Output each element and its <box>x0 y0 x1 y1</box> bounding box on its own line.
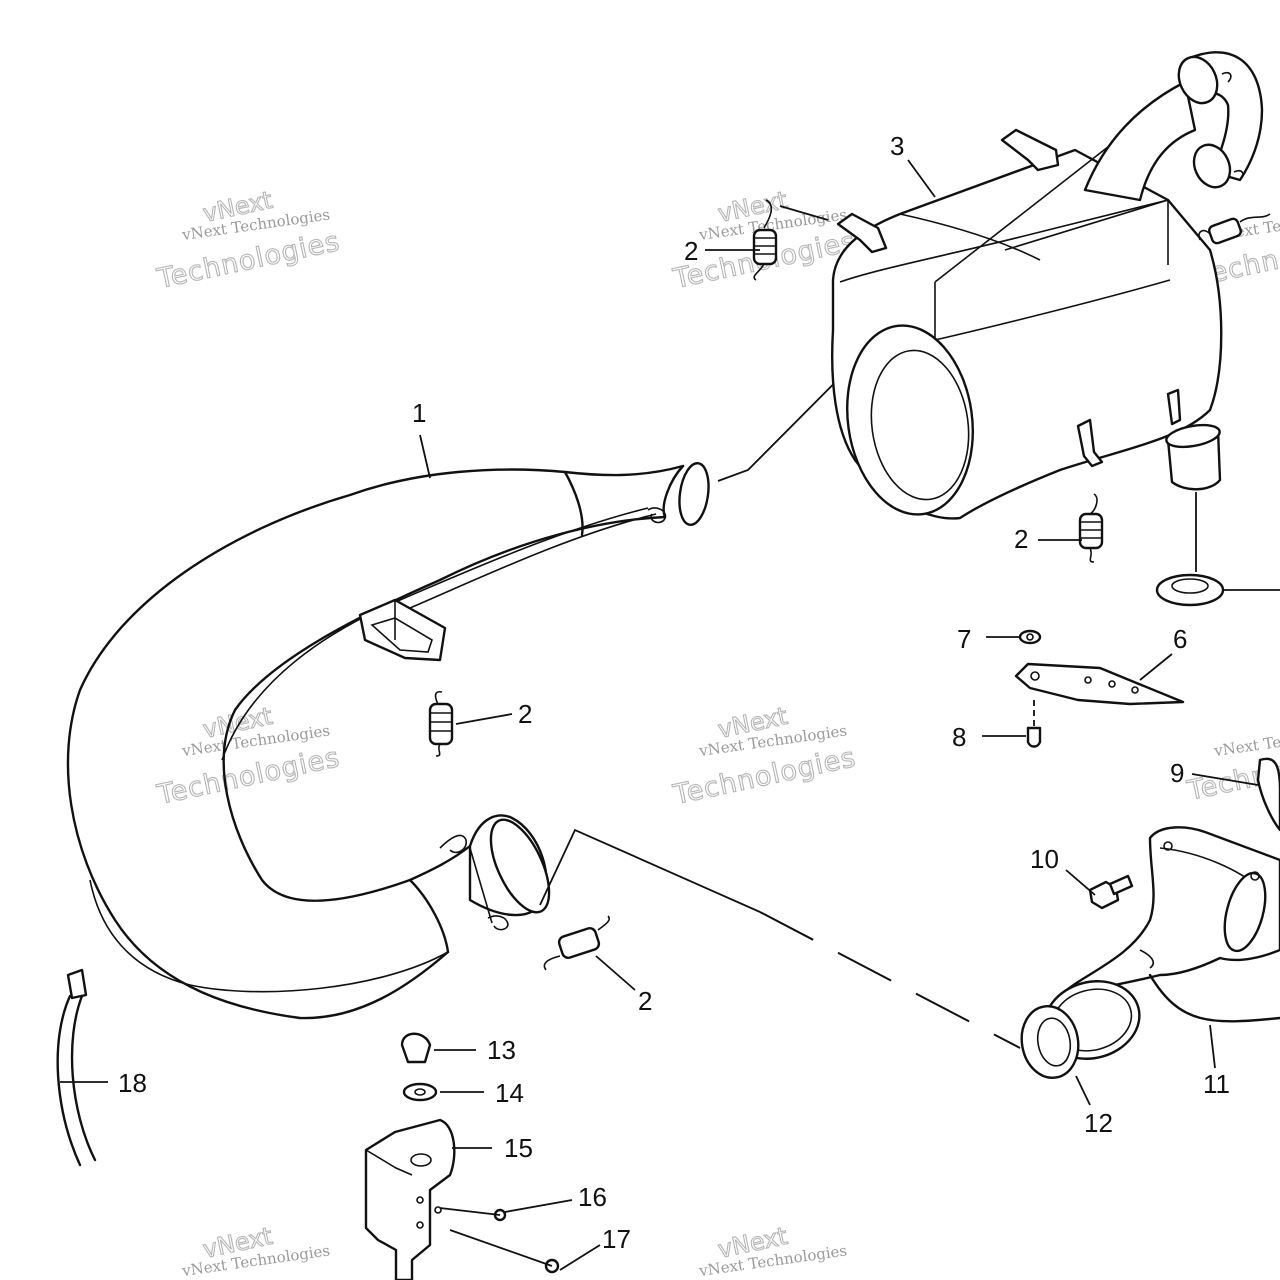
bracket-part-6 <box>1014 662 1185 706</box>
svg-text:vNext Technologies: vNext Technologies <box>1212 721 1280 760</box>
expansion-chamber-part <box>66 462 710 1020</box>
spring-part-lower <box>543 915 611 971</box>
callout-6: 6 <box>1173 624 1187 654</box>
spring-part-middle <box>1078 493 1104 563</box>
callout-18: 18 <box>118 1068 147 1098</box>
callout-8: 8 <box>952 722 966 752</box>
callout-10: 10 <box>1030 844 1059 874</box>
callout-9: 9 <box>1170 758 1184 788</box>
stud-part-10 <box>1088 874 1134 910</box>
callout-11: 11 <box>1203 1069 1230 1099</box>
clip-part-16 <box>439 1207 507 1222</box>
strap-part-18 <box>56 968 97 1167</box>
spring-part-right-top <box>1198 213 1271 245</box>
callout-2-top: 2 <box>684 236 698 266</box>
watermark-bottom-middle: vNext vNext Technologies <box>697 1221 848 1280</box>
alignment-line-1-12a <box>539 828 761 913</box>
callout-12: 12 <box>1084 1108 1113 1138</box>
watermark-top-left: vNext vNext Technologies Technologies <box>153 185 343 295</box>
callout-14: 14 <box>495 1078 524 1108</box>
callout-17: 17 <box>602 1224 631 1254</box>
svg-text:Technologies: Technologies <box>670 742 859 811</box>
callout-2-center: 2 <box>518 699 532 729</box>
watermark-mid-left: vNext vNext Technologies Technologies <box>153 701 343 811</box>
gasket-part-12 <box>1020 1005 1080 1079</box>
callout-13: 13 <box>487 1035 516 1065</box>
callout-2-lower: 2 <box>638 986 652 1016</box>
callout-3: 3 <box>890 131 904 161</box>
bolt-part-8 <box>1026 700 1042 748</box>
nut-part-7 <box>1018 629 1042 645</box>
callout-7: 7 <box>957 624 971 654</box>
watermark-bottom-left: vNext vNext Technologies <box>180 1221 331 1280</box>
washer-part-14 <box>402 1082 438 1102</box>
callout-2-middle: 2 <box>1014 524 1028 554</box>
spring-part-top <box>752 199 829 281</box>
spring-part-center <box>428 690 454 757</box>
rubber-bumper-part-13 <box>400 1032 432 1064</box>
callout-1: 1 <box>412 398 426 428</box>
alignment-line-1-12b <box>759 911 1021 1049</box>
callout-numbers: 1 2 3 2 7 6 8 2 2 9 10 11 12 13 14 15 16… <box>118 131 1230 1254</box>
silencer-part <box>830 51 1280 607</box>
callout-leaders <box>60 159 1259 1271</box>
callout-15: 15 <box>504 1133 533 1163</box>
watermark-mid-middle: vNext vNext Technologies Technologies <box>669 701 859 811</box>
mount-bracket-part-15 <box>364 1118 456 1280</box>
screw-part-17 <box>449 1229 560 1274</box>
callout-16: 16 <box>578 1182 607 1212</box>
